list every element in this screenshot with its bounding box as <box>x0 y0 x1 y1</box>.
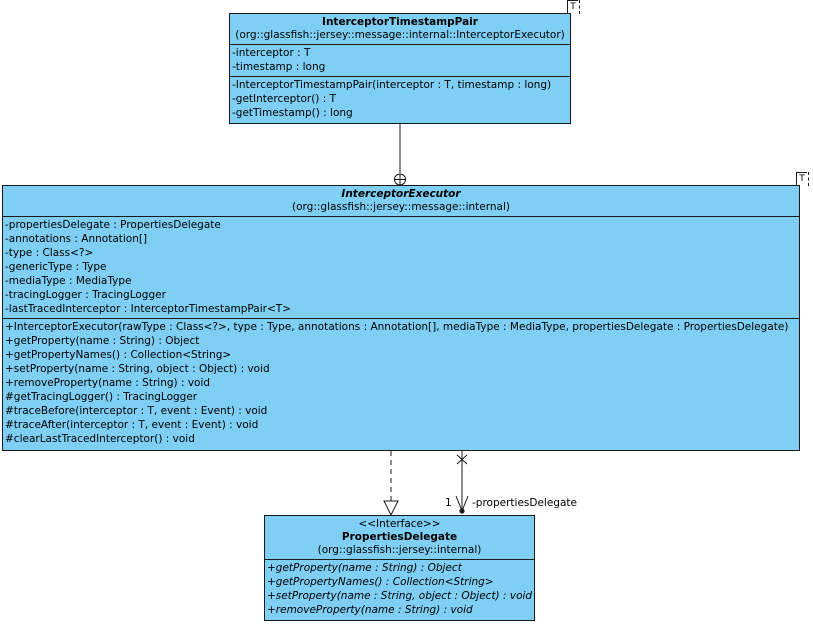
operations-section: +InterceptorExecutor(rawType : Class<?>,… <box>3 319 799 448</box>
operation: +getPropertyNames() : Collection<String> <box>5 349 232 361</box>
operation: +setProperty(name : String, object : Obj… <box>267 590 533 602</box>
operation: -InterceptorTimestampPair(interceptor : … <box>232 79 552 91</box>
operation: +getProperty(name : String) : Object <box>267 562 462 574</box>
class-name: PropertiesDelegate <box>341 531 458 543</box>
operation: #traceBefore(interceptor : T, event : Ev… <box>5 405 268 417</box>
template-parameter-box: T <box>796 172 809 186</box>
class-name: InterceptorExecutor <box>341 188 461 200</box>
class-header: <<Interface>> PropertiesDelegate (org::g… <box>265 516 534 560</box>
operation: +setProperty(name : String, object : Obj… <box>5 363 270 375</box>
operation: +InterceptorExecutor(rawType : Class<?>,… <box>5 321 789 333</box>
operation: #traceAfter(interceptor : T, event : Eve… <box>5 419 259 431</box>
attributes-section: -propertiesDelegate : PropertiesDelegate… <box>3 217 799 319</box>
operations-section: +getProperty(name : String) : Object +ge… <box>265 560 534 619</box>
realization-arrowhead-icon <box>383 500 399 517</box>
operations-section: -InterceptorTimestampPair(interceptor : … <box>230 77 570 122</box>
operation: #getTracingLogger() : TracingLogger <box>5 391 198 403</box>
template-parameter-box: T <box>567 0 580 14</box>
class-package: (org::glassfish::jersey::message::intern… <box>235 29 565 41</box>
operation: #clearLastTracedInterceptor() : void <box>5 433 195 445</box>
attribute: -lastTracedInterceptor : InterceptorTime… <box>5 303 291 315</box>
attribute: -annotations : Annotation[] <box>5 233 148 245</box>
attributes-section: -interceptor : T -timestamp : long <box>230 45 570 77</box>
attribute: -tracingLogger : TracingLogger <box>5 289 166 301</box>
attribute: -timestamp : long <box>232 61 326 73</box>
association-role-name: -propertiesDelegate <box>472 497 577 509</box>
class-package: (org::glassfish::jersey::message::intern… <box>292 201 510 213</box>
attribute: -type : Class<?> <box>5 247 94 259</box>
attribute: -interceptor : T <box>232 47 311 59</box>
operation: +getPropertyNames() : Collection<String> <box>267 576 494 588</box>
class-package: (org::glassfish::jersey::internal) <box>317 544 482 556</box>
class-interceptor-timestamp-pair[interactable]: InterceptorTimestampPair (org::glassfish… <box>229 13 571 124</box>
attribute: -propertiesDelegate : PropertiesDelegate <box>5 219 221 231</box>
attribute: -mediaType : MediaType <box>5 275 132 287</box>
stereotype: <<Interface>> <box>358 518 441 530</box>
class-name: InterceptorTimestampPair <box>322 16 478 28</box>
association-multiplicity: 1 <box>445 497 452 509</box>
class-header: InterceptorExecutor (org::glassfish::jer… <box>3 186 799 217</box>
operation: +removeProperty(name : String) : void <box>5 377 211 389</box>
operation: +removeProperty(name : String) : void <box>267 604 473 616</box>
attribute: -genericType : Type <box>5 261 107 273</box>
interface-properties-delegate[interactable]: <<Interface>> PropertiesDelegate (org::g… <box>264 515 535 621</box>
class-interceptor-executor[interactable]: InterceptorExecutor (org::glassfish::jer… <box>2 185 800 451</box>
class-header: InterceptorTimestampPair (org::glassfish… <box>230 14 570 45</box>
operation: +getProperty(name : String) : Object <box>5 335 200 347</box>
operation: -getTimestamp() : long <box>232 107 353 119</box>
operation: -getInterceptor() : T <box>232 93 337 105</box>
ownership-dot-icon <box>459 508 465 514</box>
